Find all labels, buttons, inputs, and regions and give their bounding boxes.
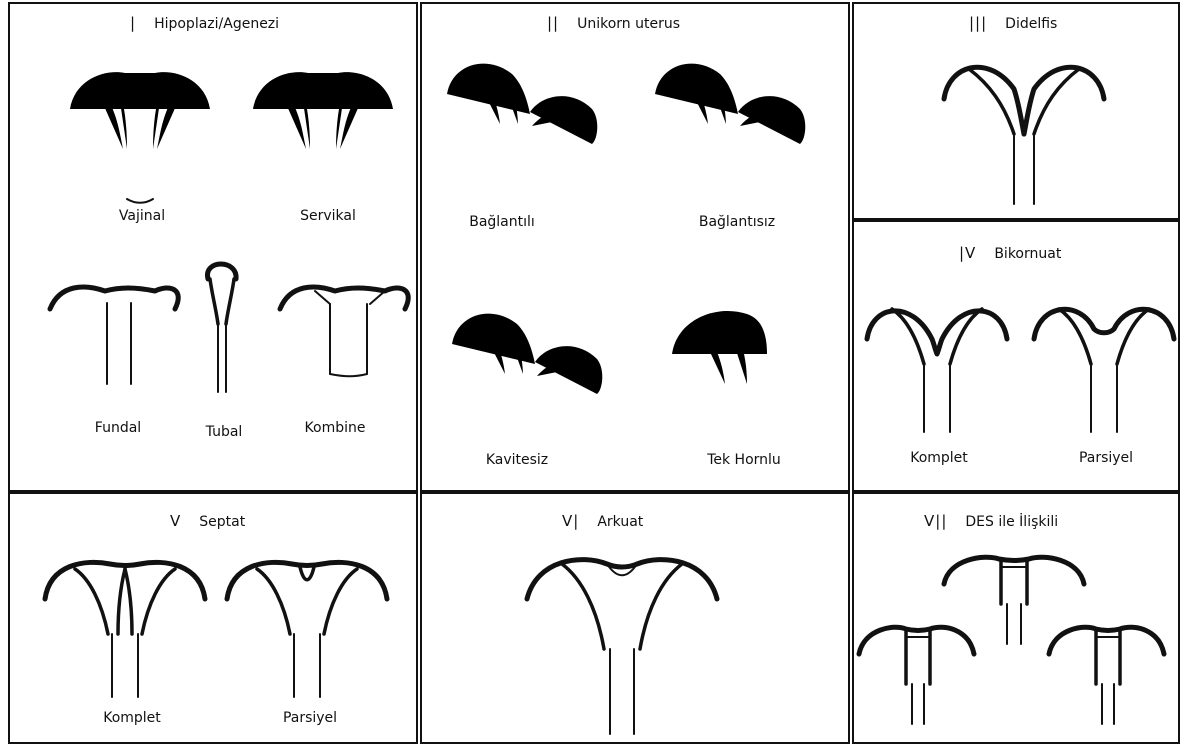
label-partial: Parsiyel	[283, 710, 337, 726]
panel-unicornuate: ||Unikorn uterus Bağlantılı Bağlantısız …	[420, 2, 850, 492]
uterus-figure-bicornuate-complete	[862, 294, 1012, 434]
panel-didelphys: ||| Didelfis	[852, 2, 1180, 220]
panel-bicornuate: |V Bikornuat Komplet Parsiyel	[852, 220, 1180, 492]
panel-title-text: Arkuat	[597, 514, 643, 530]
panel-title-text: Didelfis	[1005, 16, 1057, 32]
uterus-figure-des-right	[1044, 619, 1169, 724]
label-cervical: Servikal	[300, 208, 356, 224]
roman-numeral: ||	[547, 14, 559, 32]
roman-numeral: V|	[562, 512, 579, 530]
panel-title: | Hipoplazi/Agenezi	[130, 14, 279, 32]
label-combined: Kombine	[305, 420, 366, 436]
panel-des-related: V|| DES ile İlişkili	[852, 492, 1180, 744]
panel-septate: V Septat Komplet Parsiyel	[8, 492, 418, 744]
panel-title-text: DES ile İlişkili	[965, 514, 1058, 530]
roman-numeral: V	[170, 512, 181, 530]
label-complete: Komplet	[103, 710, 161, 726]
uterus-figure-fundal	[45, 279, 195, 389]
uterus-figure-no-cavity	[447, 304, 607, 454]
uterus-figure-des-left	[854, 619, 979, 724]
roman-numeral: V||	[924, 512, 947, 530]
panel-title-text: Septat	[199, 514, 245, 530]
panel-title-text: Hipoplazi/Agenezi	[154, 16, 279, 32]
uterus-figure-cervical	[248, 59, 398, 199]
uterus-figure-bicornuate-partial	[1029, 294, 1179, 434]
label-single-horn: Tek Hornlu	[707, 452, 781, 468]
panel-title: || Unikorn uterus	[547, 14, 680, 32]
uterus-figure-tubal	[198, 254, 248, 394]
label-vaginal: Vajinal	[119, 208, 165, 224]
panel-title: ||| Didelfis	[969, 14, 1057, 32]
panel-title: V Septat	[170, 512, 245, 530]
uterus-figure-communicating	[442, 54, 602, 204]
label-complete: Komplet	[910, 450, 968, 466]
roman-numeral: |||	[969, 14, 987, 32]
uterus-figure-septate-complete	[40, 549, 210, 699]
panel-title-text: Unikorn uterus	[577, 16, 680, 32]
panel-hypoplasia-agenesis: | Hipoplazi/Agenezi Vajinal Servikal Fund…	[8, 2, 418, 492]
label-fundal: Fundal	[95, 420, 141, 436]
uterus-figure-single-horn	[667, 304, 787, 454]
panel-arcuate: V| Arkuat	[420, 492, 850, 744]
label-partial: Parsiyel	[1079, 450, 1133, 466]
panel-title: |V Bikornuat	[959, 244, 1061, 262]
label-communicating: Bağlantılı	[469, 214, 535, 230]
uterus-figure-combined	[275, 279, 425, 389]
uterus-figure-arcuate	[522, 544, 722, 734]
uterus-figure-didelphys	[939, 49, 1109, 209]
uterus-figure-septate-partial	[222, 549, 392, 699]
uterus-figure-noncommunicating	[650, 54, 810, 204]
panel-title: V|| DES ile İlişkili	[924, 512, 1058, 530]
label-tubal: Tubal	[206, 424, 243, 440]
panel-title-text: Bikornuat	[994, 246, 1061, 262]
panel-title: V| Arkuat	[562, 512, 643, 530]
uterus-figure-vaginal	[65, 59, 215, 199]
label-noncommunicating: Bağlantısız	[699, 214, 775, 230]
roman-numeral: |V	[959, 244, 976, 262]
label-no-cavity: Kavitesiz	[486, 452, 548, 468]
roman-numeral: |	[130, 14, 136, 32]
